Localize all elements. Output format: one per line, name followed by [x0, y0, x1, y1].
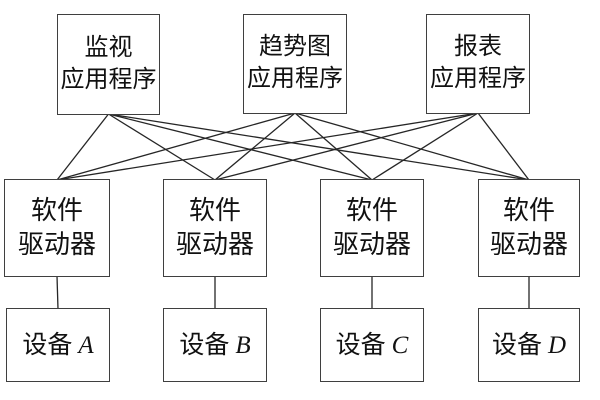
- node-software-driver-3: 软件 驱动器: [320, 179, 424, 277]
- node-monitor-application: 监视 应用程序: [57, 14, 160, 115]
- node-label-line2: 应用程序: [60, 66, 157, 93]
- node-label: 软件 驱动器: [18, 194, 96, 263]
- node-software-driver-2: 软件 驱动器: [163, 179, 267, 277]
- device-letter: B: [235, 331, 251, 359]
- node-label: 趋势图 应用程序: [247, 32, 343, 95]
- node-label-line2: 驱动器: [332, 230, 411, 259]
- node-label-line1: 趋势图: [259, 34, 331, 61]
- node-label-line2: 应用程序: [430, 66, 526, 92]
- node-software-driver-4: 软件 驱动器: [478, 179, 580, 277]
- node-label: 监视 应用程序: [61, 33, 157, 96]
- device-prefix: 设备: [335, 331, 386, 359]
- node-trend-chart-application: 趋势图 应用程序: [243, 14, 347, 114]
- node-label: 报表 应用程序: [430, 32, 526, 95]
- node-label-line1: 软件: [188, 195, 241, 225]
- node-label: 软件 驱动器: [333, 194, 411, 263]
- device-prefix: 设备: [491, 331, 542, 359]
- node-software-driver-1: 软件 驱动器: [4, 179, 110, 277]
- device-letter: D: [547, 331, 567, 359]
- node-label-line1: 软件: [30, 195, 83, 225]
- device-prefix: 设备: [22, 331, 73, 359]
- node-label-line2: 应用程序: [247, 66, 343, 92]
- node-label-line1: 监视: [84, 34, 133, 61]
- node-label-line2: 驱动器: [175, 230, 254, 259]
- device-letter: A: [78, 331, 94, 359]
- node-label-line1: 报表: [454, 34, 502, 61]
- node-label-line1: 软件: [345, 195, 398, 225]
- device-prefix: 设备: [179, 331, 230, 359]
- device-letter: C: [391, 331, 409, 359]
- node-label-line2: 驱动器: [489, 230, 568, 259]
- node-report-application: 报表 应用程序: [426, 14, 530, 114]
- node-label-line2: 驱动器: [17, 230, 96, 259]
- node-label: 软件 驱动器: [490, 194, 568, 263]
- node-label-line1: 软件: [502, 195, 555, 225]
- node-label: 软件 驱动器: [176, 194, 254, 263]
